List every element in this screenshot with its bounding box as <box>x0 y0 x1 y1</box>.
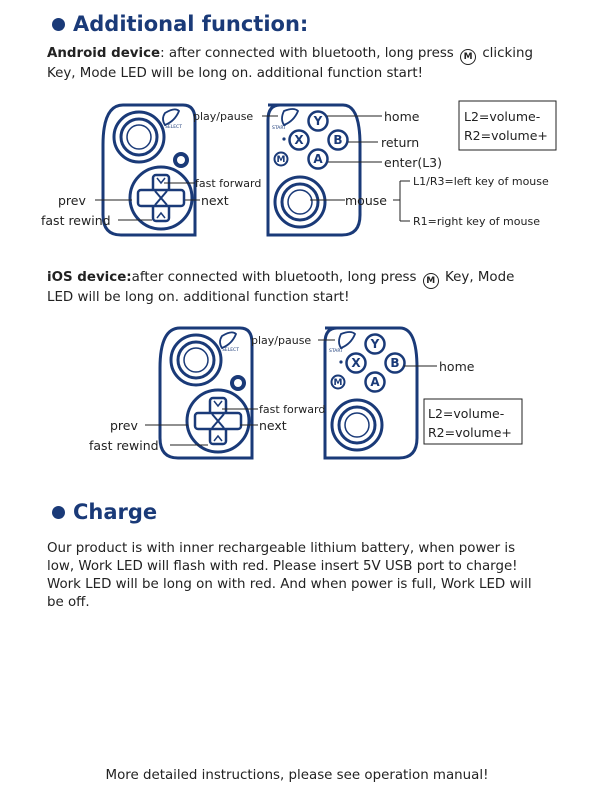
mode-m-icon: M <box>422 273 439 289</box>
a-button: A <box>370 375 380 389</box>
return-label: return <box>381 135 419 150</box>
r1-label: R1=right key of mouse <box>413 215 540 228</box>
volume-box-2 <box>423 398 523 445</box>
play-pause-label-1: play/pause <box>193 110 253 123</box>
select-label: SELECT <box>222 347 239 353</box>
leader-lines-2 <box>145 339 437 446</box>
additional-function-heading: Additional function: <box>52 12 308 36</box>
fast-forward-label-1: fast forward <box>195 177 261 190</box>
bullet-dot-icon <box>52 17 65 31</box>
m-button: M <box>334 378 343 388</box>
x-button: X <box>351 356 361 370</box>
mode-m-icon: M <box>460 49 477 65</box>
bullet-dot-icon <box>52 505 65 519</box>
home-label-2: home <box>439 359 475 374</box>
charge-paragraph: Our product is with inner rechargeable l… <box>47 541 532 610</box>
select-label: SELECT <box>165 124 182 130</box>
volume-plus-1: R2=volume+ <box>464 128 548 143</box>
volume-box-1 <box>458 100 557 151</box>
y-button: Y <box>313 114 323 128</box>
next-label-2: next <box>259 418 287 433</box>
b-button: B <box>333 133 342 147</box>
enter-label: enter(L3) <box>384 155 442 170</box>
ios-paragraph: iOS device:after connected with bluetoot… <box>47 270 515 305</box>
footer-note: More detailed instructions, please see o… <box>105 768 489 783</box>
x-button: X <box>294 133 304 147</box>
start-label: START <box>272 125 286 131</box>
volume-minus-1: L2=volume- <box>464 109 540 124</box>
volume-minus-2: L2=volume- <box>428 406 504 421</box>
l1r3-label: L1/R3=left key of mouse <box>413 175 549 188</box>
start-label: START <box>329 348 343 354</box>
fast-forward-label-2: fast forward <box>259 403 325 416</box>
mouse-label: mouse <box>345 193 387 208</box>
m-button: M <box>277 155 286 165</box>
play-pause-label-2: play/pause <box>251 334 311 347</box>
prev-label-2: prev <box>110 418 138 433</box>
next-label-1: next <box>201 193 229 208</box>
y-button: Y <box>370 337 380 351</box>
b-button: B <box>390 356 399 370</box>
leader-lines-1 <box>95 115 410 222</box>
android-paragraph: Android device: after connected with blu… <box>47 46 533 81</box>
volume-plus-2: R2=volume+ <box>428 425 512 440</box>
prev-label-1: prev <box>58 193 86 208</box>
fast-rewind-label-2: fast rewind <box>89 438 159 453</box>
a-button: A <box>313 152 323 166</box>
charge-heading: Charge <box>52 500 157 524</box>
home-label-1: home <box>384 109 420 124</box>
fast-rewind-label-1: fast rewind <box>41 213 111 228</box>
